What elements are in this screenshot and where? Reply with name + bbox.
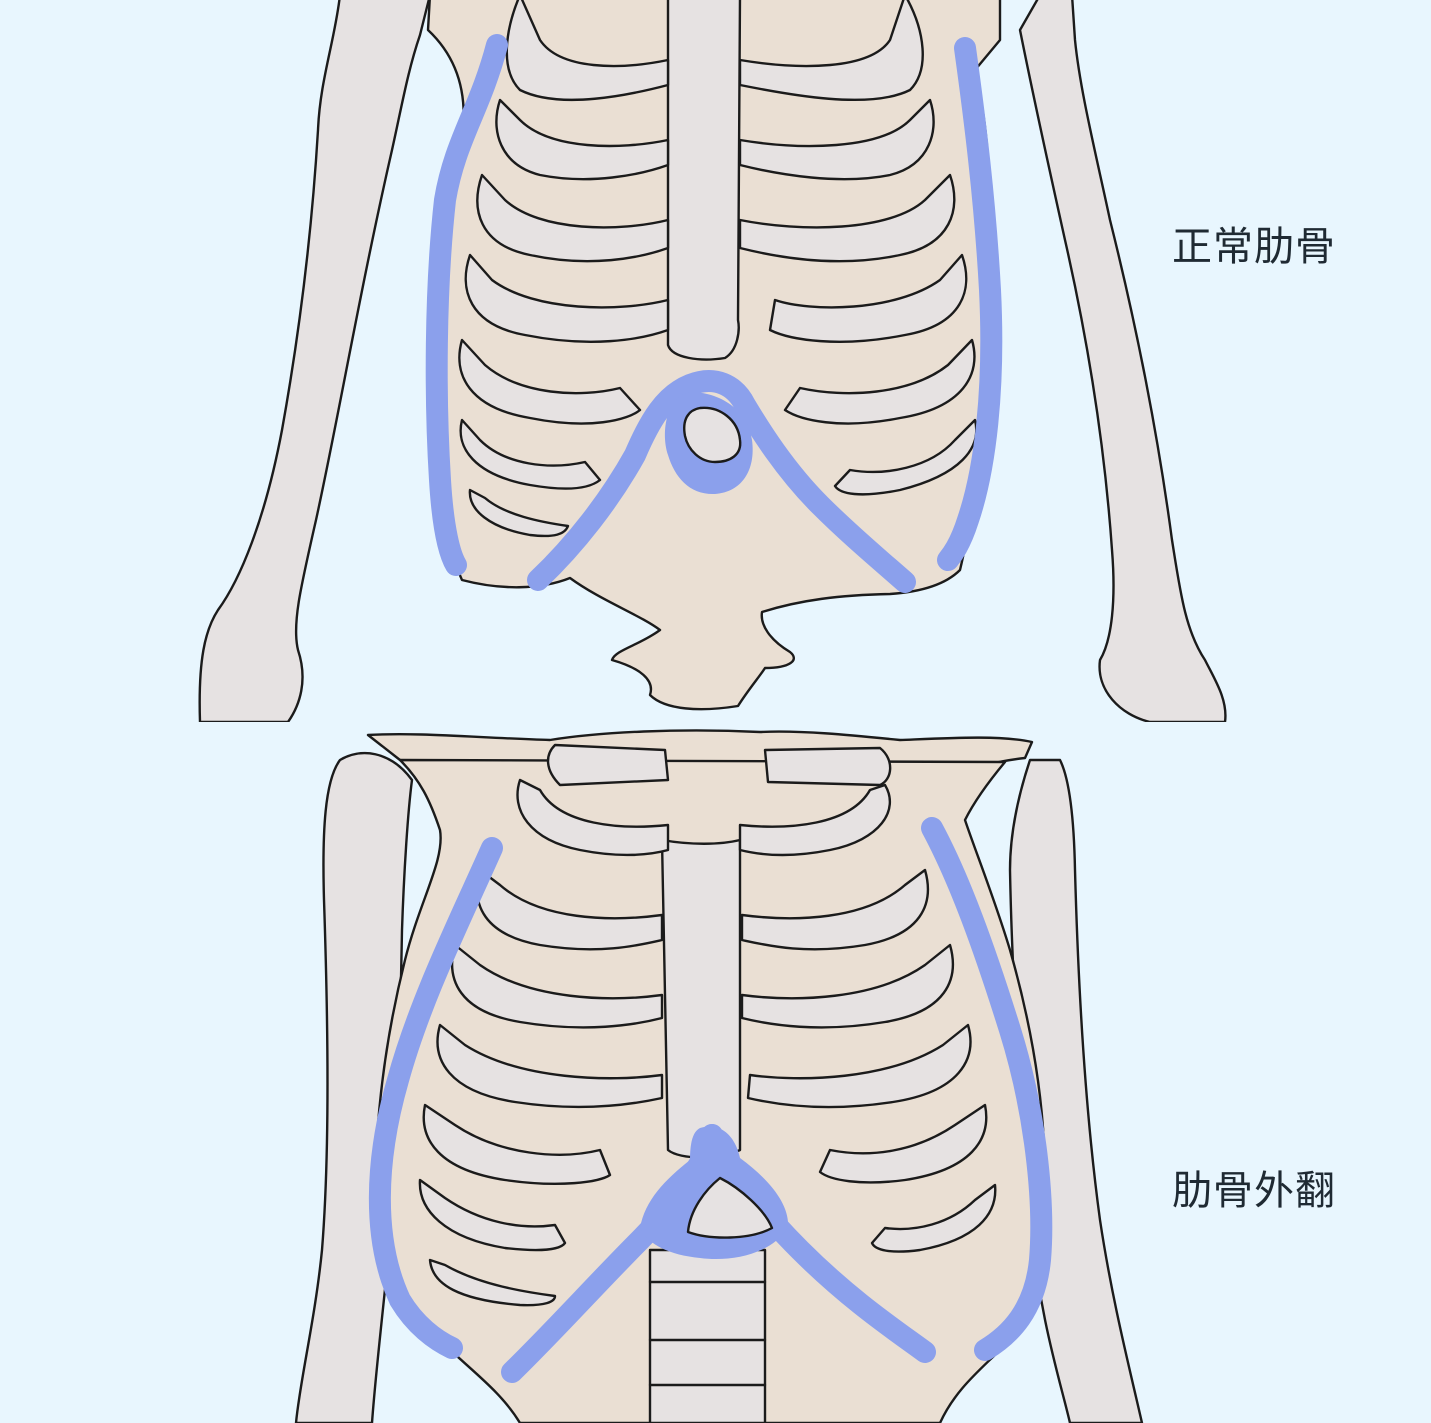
flared-right-ribs bbox=[740, 868, 997, 1253]
normal-left-ribs bbox=[458, 0, 670, 538]
normal-costal-margin-highlight bbox=[425, 34, 1003, 593]
normal-ribcage-figure bbox=[198, 0, 1227, 722]
normal-ribs-label: 正常肋骨 bbox=[1172, 224, 1336, 270]
right-arm-bone bbox=[1018, 0, 1227, 722]
flared-ribcage-figure bbox=[294, 729, 1144, 1423]
left-arm-bone bbox=[198, 0, 430, 722]
flared-upper-ribs bbox=[516, 743, 892, 857]
normal-xiphoid-ring bbox=[664, 392, 753, 495]
normal-right-ribs bbox=[738, 0, 978, 496]
normal-sternum bbox=[666, 0, 742, 361]
flared-xiphoid-ring bbox=[640, 1126, 789, 1260]
flared-ribs-label: 肋骨外翻 bbox=[1172, 1168, 1336, 1214]
flared-spine bbox=[648, 1248, 767, 1423]
flared-left-ribs bbox=[418, 868, 664, 1307]
flared-sternum bbox=[660, 838, 742, 1159]
